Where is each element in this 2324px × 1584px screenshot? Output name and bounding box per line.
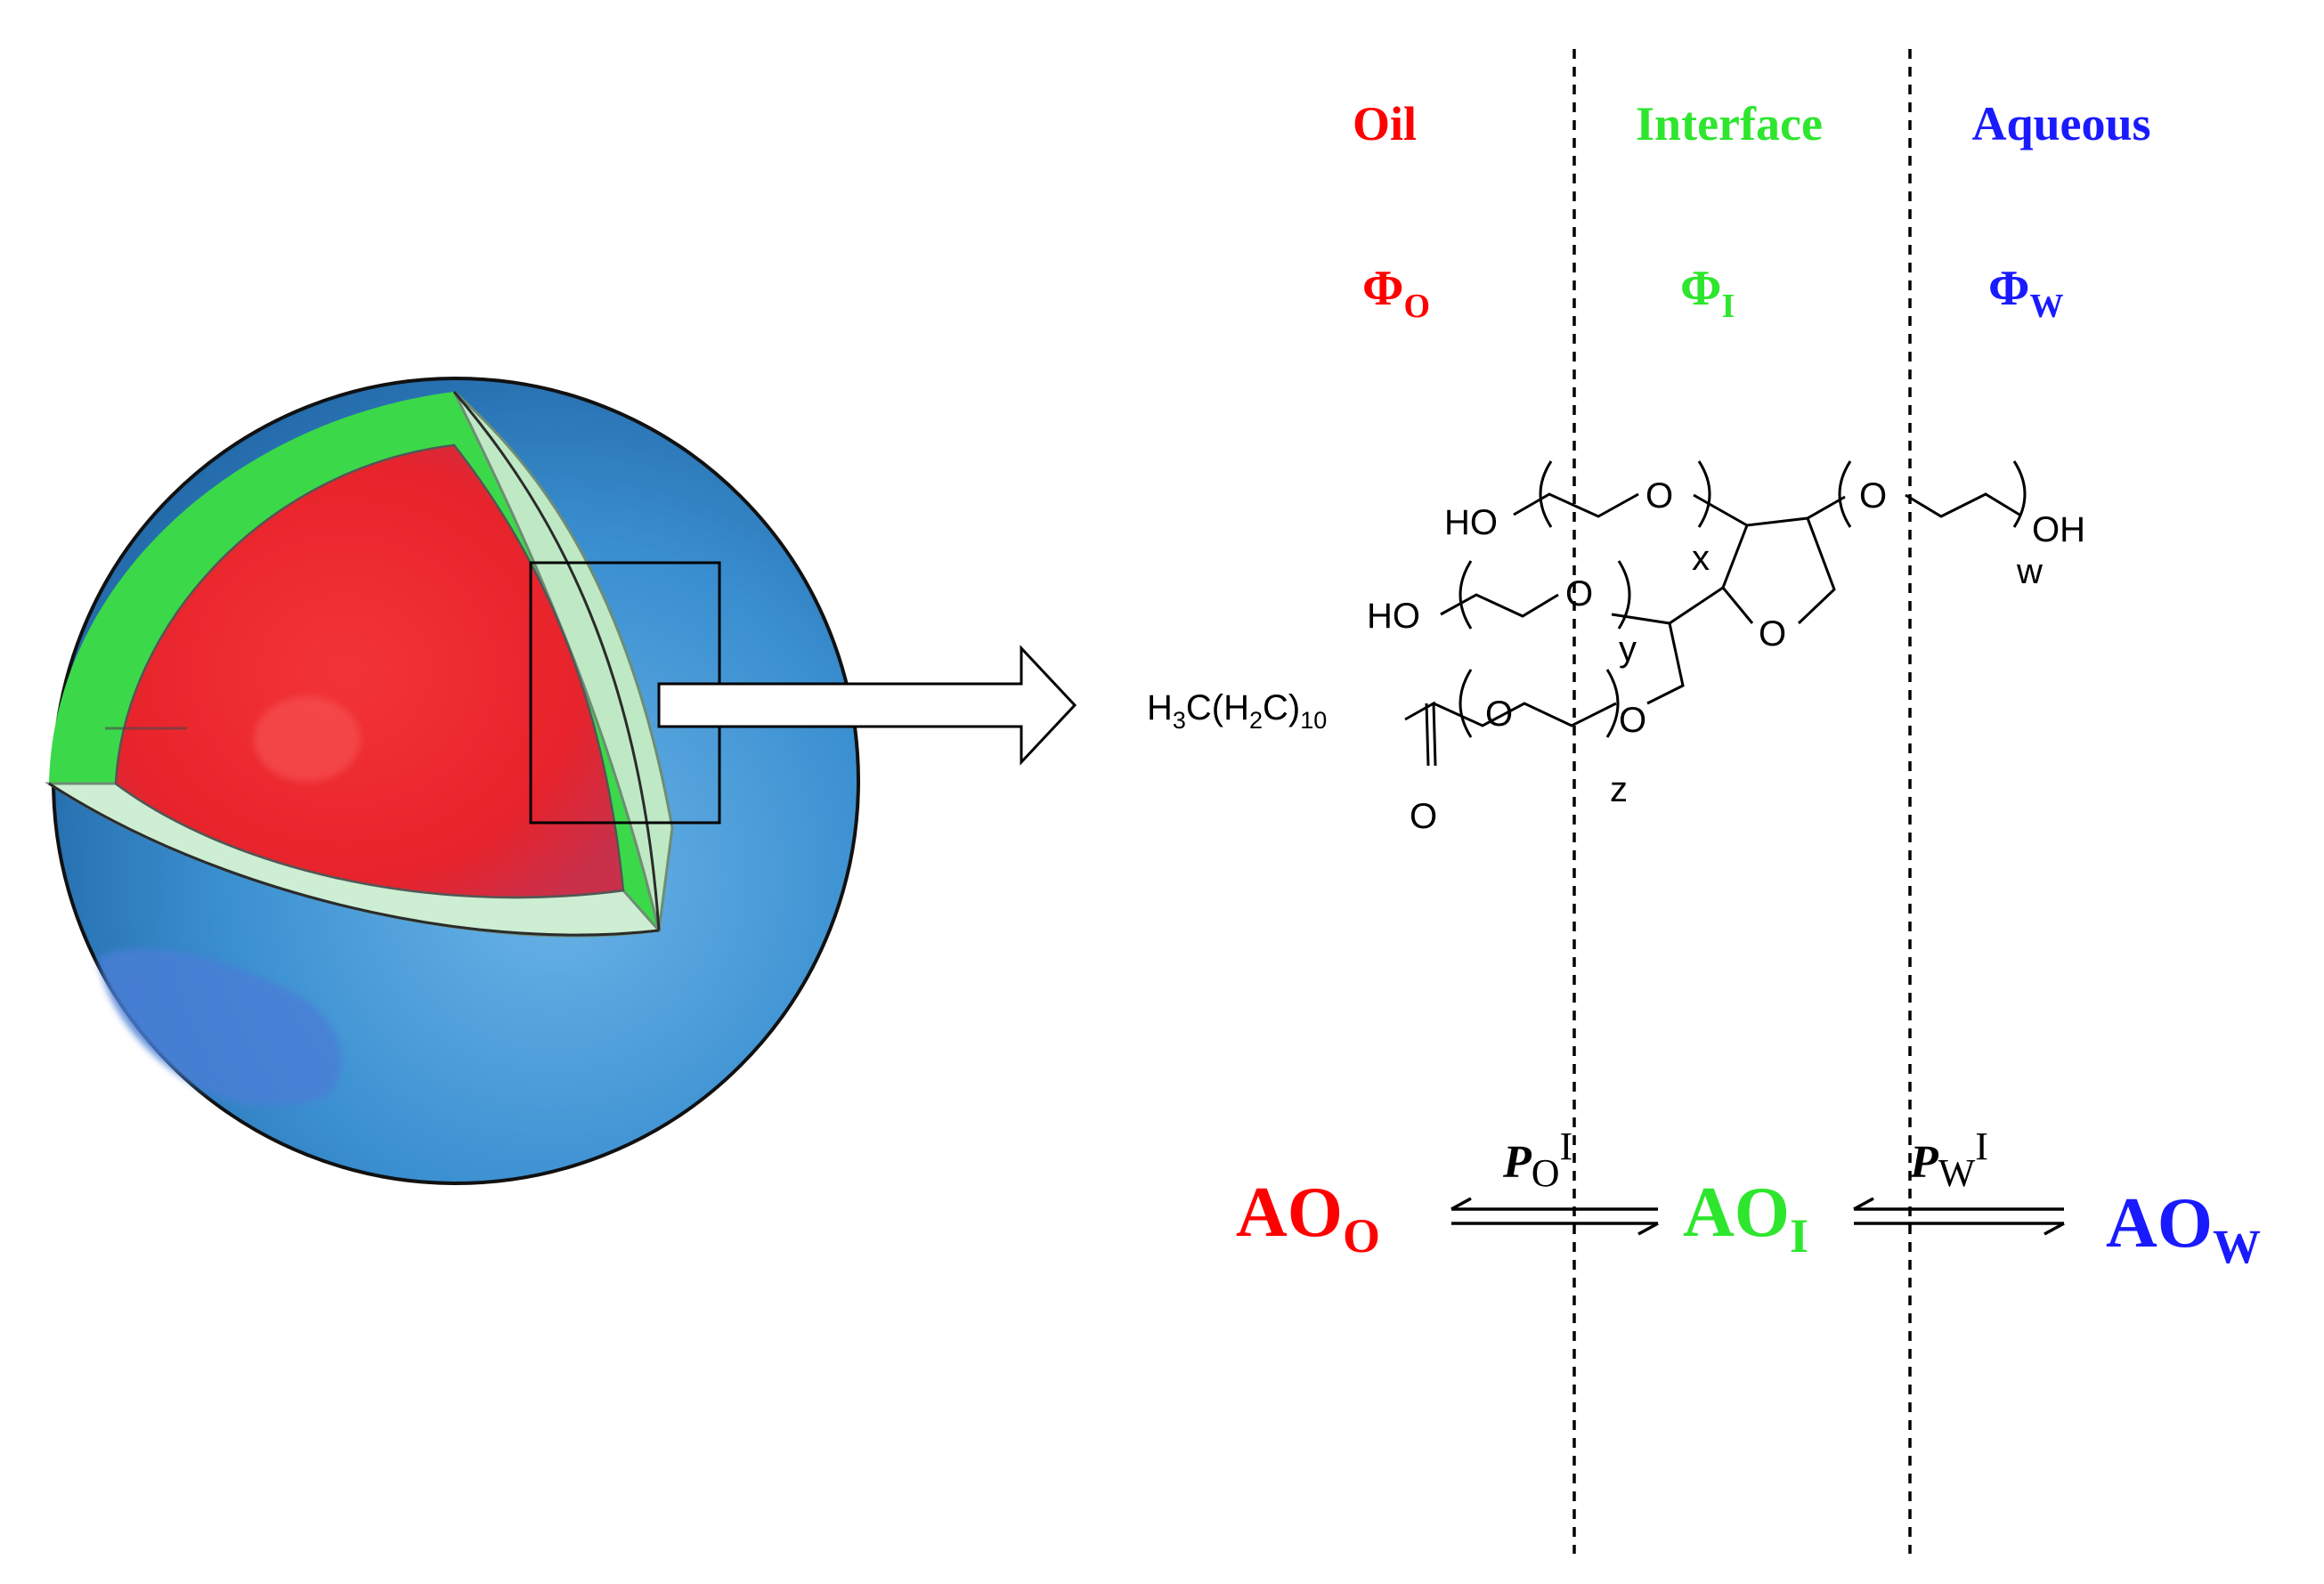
species-aqueous: AOW [2106, 1184, 2261, 1273]
header-interface: Interface [1636, 97, 1823, 150]
partition-oil-interface: POI [1502, 1125, 1572, 1195]
species-oil: AOO [1236, 1174, 1380, 1263]
repeat-y: y [1619, 630, 1637, 669]
equilibrium-arrows-right [1853, 1197, 2065, 1236]
header-oil: Oil [1353, 97, 1417, 150]
sphere-shading-patch [98, 948, 342, 1107]
repeat-x: x [1692, 539, 1710, 578]
fraction-aqueous: ΦW [1988, 261, 2063, 325]
middle-chain-oxygen: O [1565, 574, 1593, 613]
emulsion-droplet-illustration [45, 377, 860, 1185]
fraction-oil: ΦO [1362, 261, 1430, 325]
fraction-interface: ΦI [1680, 261, 1735, 325]
right-chain-oxygen: O [1859, 476, 1887, 516]
hydroxyl-right: OH [2032, 510, 2085, 549]
bottom-chain-oxygen: O [1485, 695, 1513, 734]
oil-core [114, 443, 625, 898]
hydroxyl-left-top: HO [1444, 503, 1498, 542]
oil-core-glow [254, 696, 361, 782]
species-interface: AOI [1683, 1174, 1808, 1263]
repeat-z: z [1610, 770, 1628, 809]
tail-label: H3C(H2C)10 [1147, 688, 1327, 734]
carbonyl-oxygen: O [1410, 797, 1437, 836]
top-chain-oxygen: O [1645, 476, 1673, 516]
cut-edge-bottom [48, 782, 660, 937]
ring-oxygen: O [1759, 614, 1786, 654]
equilibrium-arrows-left [1450, 1197, 1659, 1236]
cut-edge [452, 391, 661, 931]
zoom-arrow [657, 645, 1077, 766]
molecule-bonds [1404, 460, 2027, 767]
surfactant-structure: H3C(H2C)10 O O O z HO O y HO O x O O OH … [1147, 460, 2085, 836]
hydroxyl-left-middle: HO [1367, 597, 1420, 636]
bottom-ether-oxygen: O [1619, 701, 1646, 740]
partition-aqueous-interface: PWI [1909, 1125, 1988, 1195]
header-aqueous: Aqueous [1971, 97, 2150, 150]
repeat-w: w [2016, 552, 2043, 591]
